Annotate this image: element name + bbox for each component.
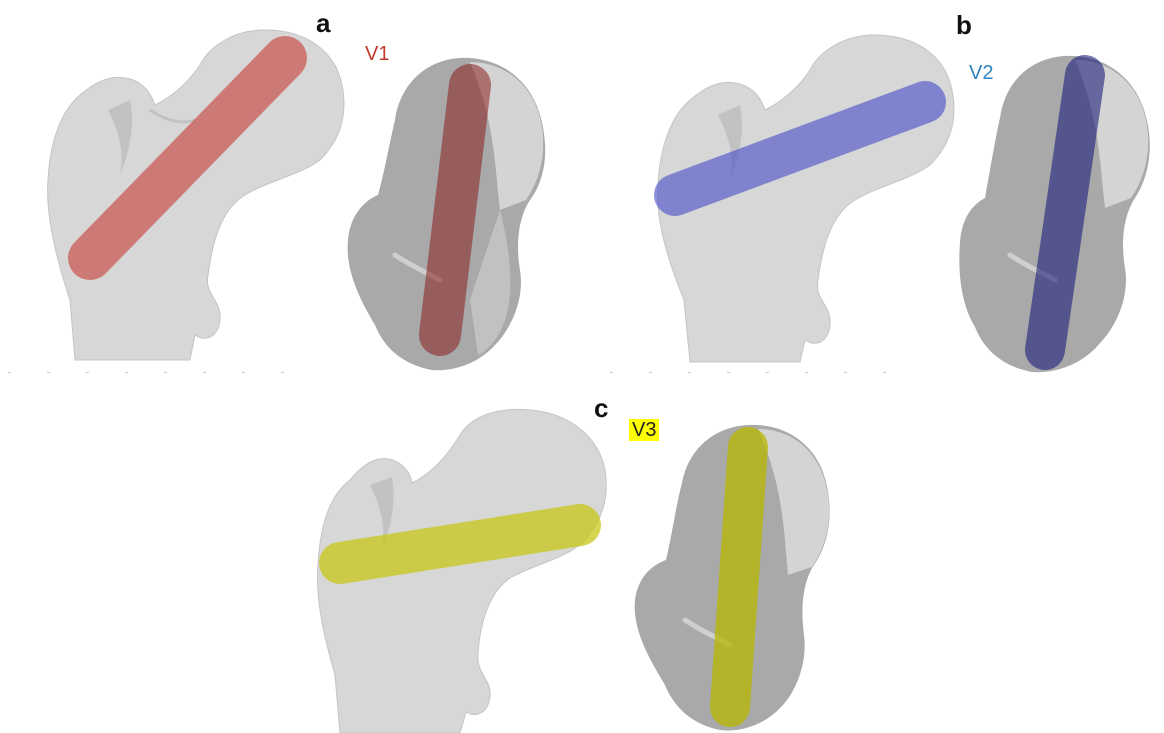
panel-a: a V1 [0, 0, 580, 370]
path-band-v1-side [440, 85, 470, 335]
variant-label-v1: V1 [362, 43, 392, 65]
femur-anterior-view-b [600, 0, 1164, 370]
femur-shape [48, 30, 344, 360]
femur-anterior-view-a [0, 0, 580, 370]
path-band-v3-side [730, 447, 748, 707]
variant-label-v3: V3 [629, 419, 659, 441]
variant-label-v2: V2 [966, 62, 996, 84]
panel-letter-b: b [956, 12, 972, 38]
panel-letter-a: a [316, 10, 330, 36]
panel-letter-c: c [594, 395, 608, 421]
panel-b: b V2 [600, 0, 1164, 370]
femur-anterior-view-c [300, 385, 860, 733]
panel-c: c V3 [300, 385, 860, 733]
